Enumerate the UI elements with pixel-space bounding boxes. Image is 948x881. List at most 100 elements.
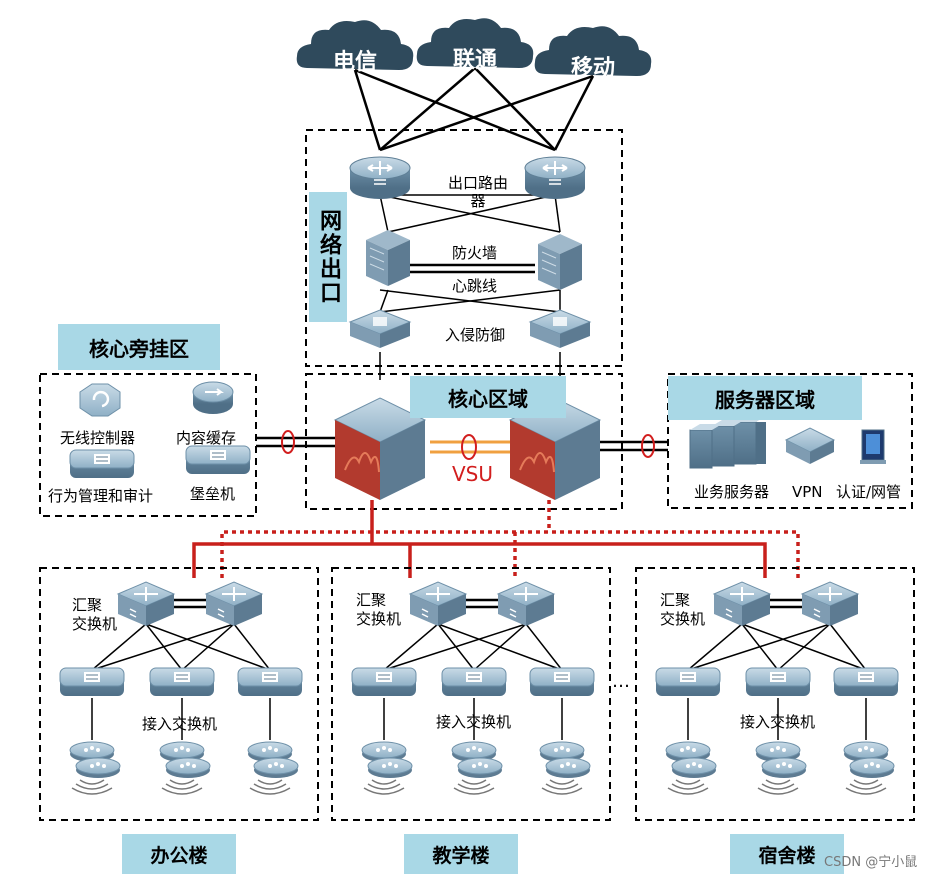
agg-access-link	[777, 623, 831, 671]
content-cache-label: 内容缓存	[176, 429, 237, 447]
wireless-signal-icon	[249, 779, 291, 795]
access-switch-icon	[237, 667, 303, 697]
buildings-layer	[59, 581, 899, 795]
agg-access-link	[473, 623, 527, 671]
carrier-label-unicom: 联通	[452, 48, 497, 73]
behavior-audit-icon	[69, 449, 135, 479]
building-teaching-devices	[351, 581, 595, 795]
agg-access-link	[91, 623, 235, 671]
agg-access-link	[233, 623, 271, 671]
access-switch-icon	[59, 667, 125, 697]
exit-router-right-icon	[524, 156, 586, 200]
business-server-icon	[689, 416, 766, 469]
access-switch-icon	[529, 667, 595, 697]
bypass-zone-box	[39, 373, 257, 517]
content-cache-icon	[192, 381, 234, 414]
agg-access-link	[383, 623, 439, 671]
wireless-ap-icon	[671, 757, 717, 779]
firewall-label: 防火墙	[452, 244, 498, 262]
core-uplinks-solid	[192, 500, 767, 578]
access-switch-icon	[351, 667, 417, 697]
bypass-zone-title: 核心旁挂区	[58, 324, 220, 370]
ips-label: 入侵防御	[445, 326, 506, 344]
aggregation-switch-icon	[117, 581, 175, 627]
server-link-marker	[641, 434, 655, 458]
vpn-icon	[784, 427, 836, 464]
exit-zone-label: 网络出口	[309, 192, 347, 322]
aggregation-switch-icon	[713, 581, 771, 627]
bastion-host-label: 堡垒机	[190, 485, 236, 503]
wireless-signal-icon	[667, 779, 709, 795]
agg-access-link	[383, 623, 527, 671]
teaching-access-label: 接入交换机	[436, 713, 512, 731]
wireless-ap-icon	[75, 757, 121, 779]
bastion-host-icon	[185, 445, 251, 475]
wireless-signal-icon	[453, 779, 495, 795]
watermark: CSDN @宁小鼠	[824, 855, 918, 870]
wireless-controller-icon	[79, 383, 121, 417]
bypass-link-marker	[281, 430, 295, 454]
carrier-links	[353, 67, 595, 152]
aggregation-switch-icon	[205, 581, 263, 627]
exit-internal-links	[379, 194, 561, 380]
wireless-ap-icon	[849, 757, 895, 779]
agg-access-link	[829, 623, 867, 671]
access-switch-icon	[833, 667, 899, 697]
agg-access-link	[525, 623, 563, 671]
behavior-audit-label: 行为管理和审计	[48, 487, 154, 505]
building-office-devices	[59, 581, 303, 795]
carrier-label-mobile: 移动	[570, 56, 615, 81]
bypass-link	[256, 436, 335, 448]
wireless-ap-icon	[253, 757, 299, 779]
auth-management-icon	[860, 429, 886, 464]
building-label-teaching: 教学楼	[404, 834, 518, 874]
aggregation-switch-icon	[497, 581, 555, 627]
access-switch-icon	[441, 667, 507, 697]
wireless-signal-icon	[71, 779, 113, 795]
vpn-label: VPN	[792, 483, 823, 501]
building-box-dorm	[635, 567, 915, 821]
access-switch-icon	[149, 667, 215, 697]
wireless-signal-icon	[757, 779, 799, 795]
server-link	[600, 440, 668, 452]
building-label-dorm: 宿舍楼	[730, 834, 844, 874]
building-label-office: 办公楼	[122, 834, 236, 874]
dorm-agg-label: 汇聚 交换机	[660, 591, 706, 628]
wireless-ap-icon	[165, 757, 211, 779]
heartbeat-link	[410, 263, 535, 274]
business-server-label: 业务服务器	[694, 483, 770, 501]
carrier-label-telecom: 电信	[332, 50, 377, 75]
router-label: 出口路由器	[447, 174, 508, 210]
access-switch-icon	[655, 667, 721, 697]
agg-access-link	[91, 623, 147, 671]
building-box-teaching	[331, 567, 611, 821]
agg-access-link	[181, 623, 235, 671]
ips-left-icon	[349, 309, 411, 349]
firewall-left-icon	[365, 229, 411, 287]
heartbeat-label: 心跳线	[452, 277, 498, 295]
wireless-ap-icon	[545, 757, 591, 779]
wireless-signal-icon	[363, 779, 405, 795]
core-switch-left-icon	[333, 397, 427, 500]
core-zone-title: 核心区域	[410, 376, 566, 418]
wireless-ap-icon	[761, 757, 807, 779]
vsu-label: VSU	[452, 462, 494, 486]
agg-access-link	[687, 623, 743, 671]
dorm-access-label: 接入交换机	[740, 713, 816, 731]
office-agg-label: 汇聚 交换机	[72, 596, 118, 633]
vsu-link-marker	[461, 434, 477, 460]
auth-management-label: 认证/网管	[836, 483, 902, 501]
teaching-agg-label: 汇聚 交换机	[356, 591, 402, 628]
more-buildings-ellipsis: …	[612, 671, 630, 692]
wireless-signal-icon	[161, 779, 203, 795]
wireless-signal-icon	[541, 779, 583, 795]
building-box-office	[39, 567, 319, 821]
office-access-label: 接入交换机	[142, 715, 218, 733]
vsu-link	[430, 440, 510, 454]
wireless-ap-icon	[457, 757, 503, 779]
aggregation-switch-icon	[409, 581, 467, 627]
ips-right-icon	[529, 309, 591, 349]
access-switch-icon	[745, 667, 811, 697]
agg-access-link	[687, 623, 831, 671]
